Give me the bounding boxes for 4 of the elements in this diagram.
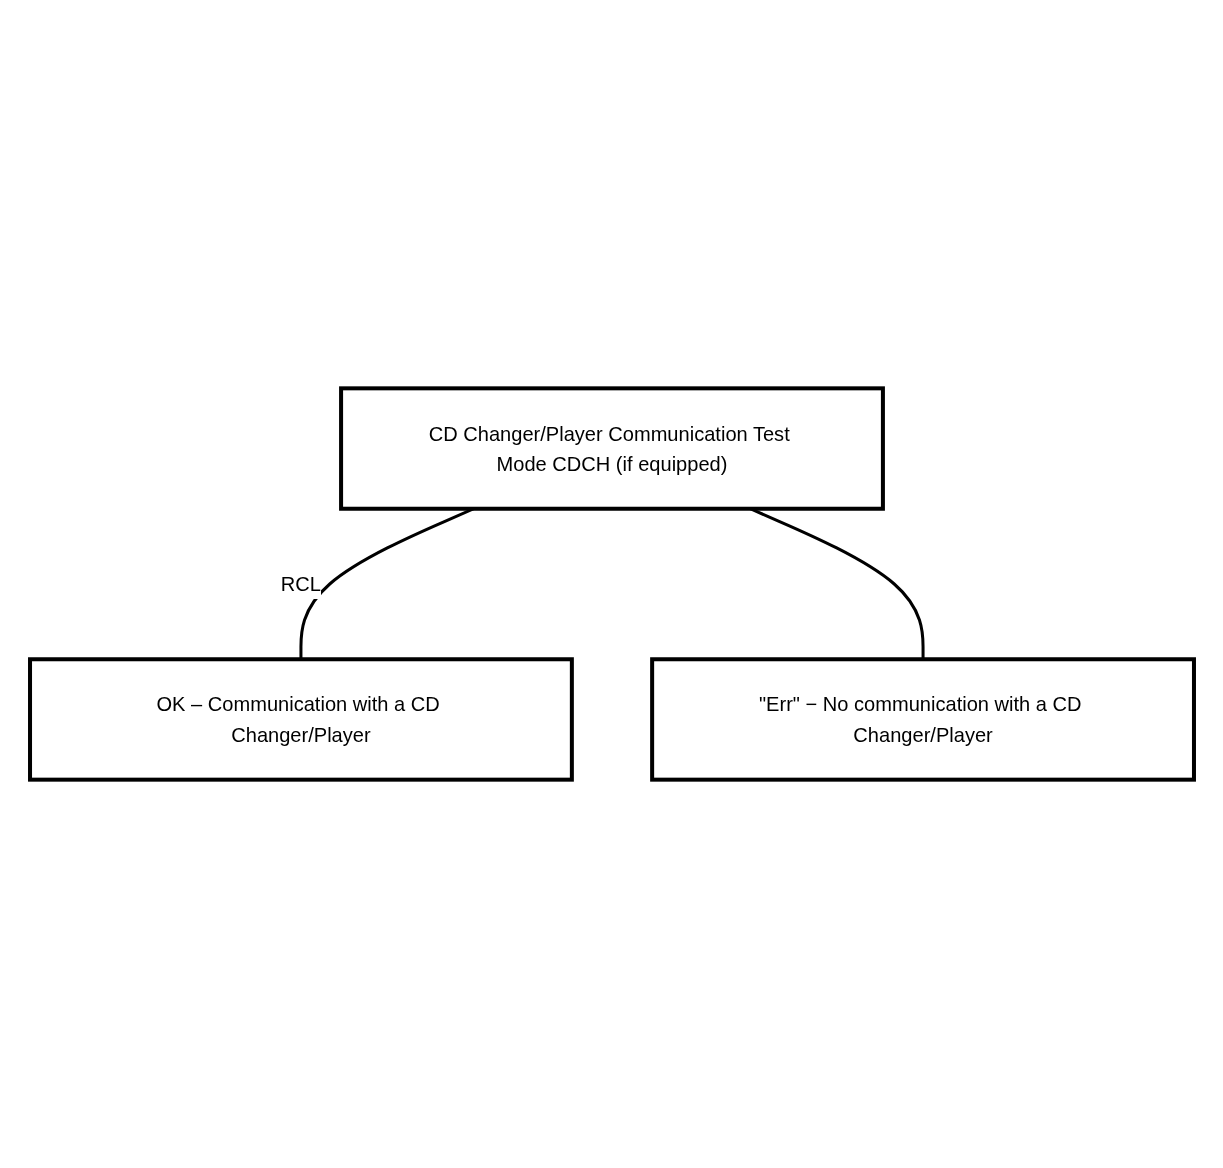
node-box: "Err" − No communication with a CD Changer/Player [649, 657, 1196, 782]
node-box: OK – Communication with a CD Changer/Player [27, 657, 574, 782]
node-box: CD Changer/Player Communication Test Mode CDCH (if equipped) [338, 386, 885, 511]
edge-label: RCL [280, 572, 321, 596]
